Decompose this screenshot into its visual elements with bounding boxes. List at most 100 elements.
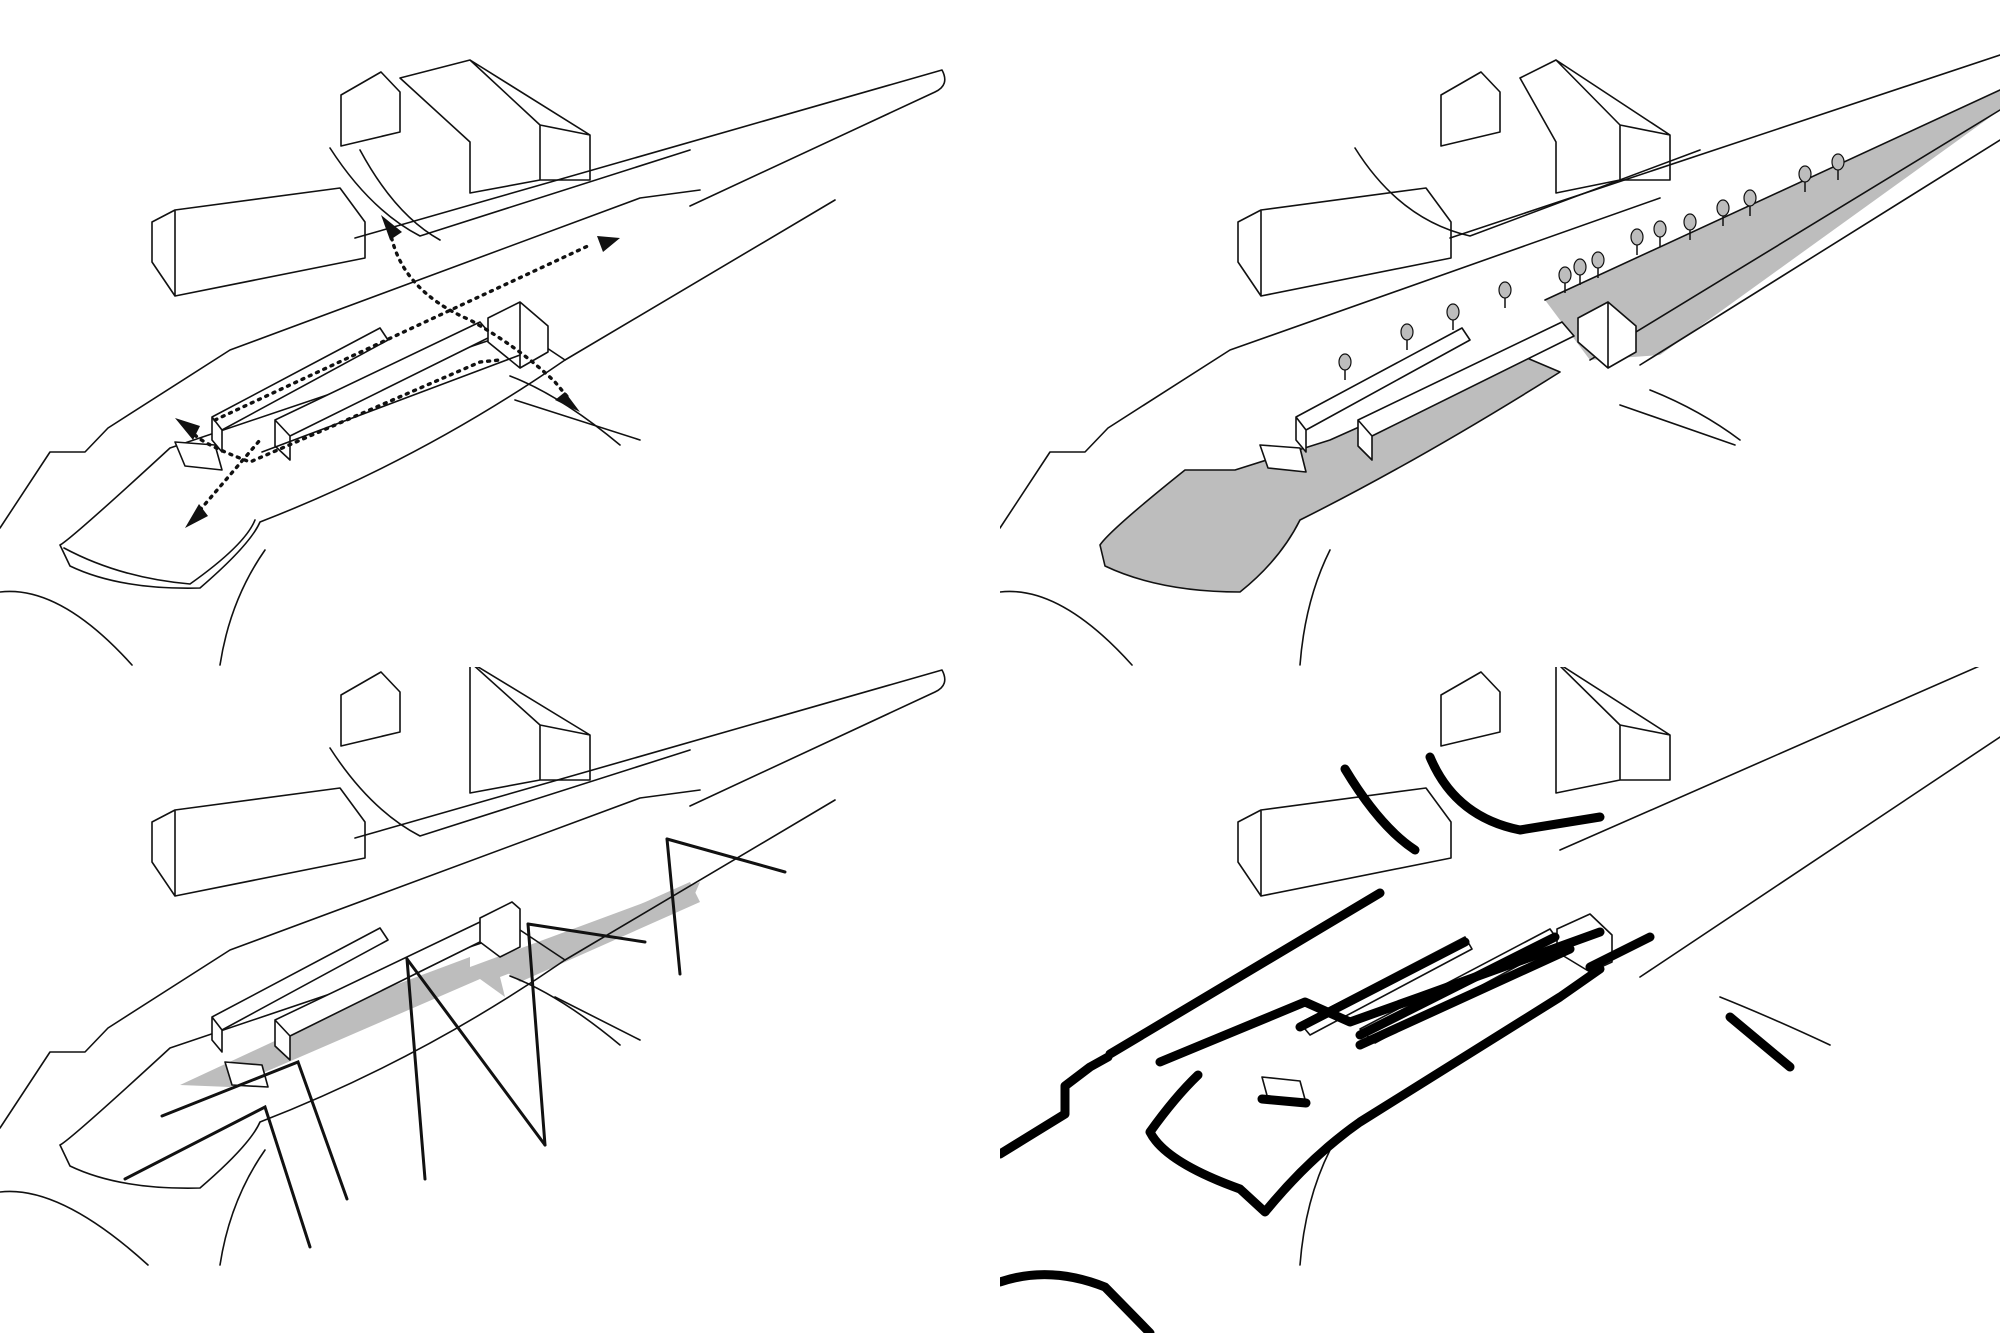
- ground-south-curb: [219, 1149, 266, 1266]
- edge-pavilion-small: [1295, 937, 1470, 1032]
- tree-icon: [1338, 353, 1352, 380]
- road-north-branch: [329, 147, 691, 237]
- ground-south-edge: [0, 1190, 149, 1266]
- callout-line-2: [160, 1060, 349, 1201]
- tree-icon: [1683, 213, 1697, 240]
- arrow-head-icon: [555, 392, 580, 412]
- tree-icon: [1558, 266, 1572, 293]
- road-east-branch: [1649, 389, 1741, 441]
- road-main-south: [1639, 139, 2000, 366]
- edge-north-west: [1340, 764, 1420, 855]
- building-west: [151, 787, 366, 897]
- base-plan: [1000, 54, 2000, 666]
- tree-icon: [1573, 258, 1587, 285]
- road-upper-edge: [354, 669, 946, 839]
- arrow-head-icon: [597, 236, 620, 252]
- building-west: [1237, 787, 1452, 897]
- road-north-curb: [359, 149, 441, 241]
- building-north-east: [1555, 667, 1671, 794]
- tree-row: [1338, 153, 1845, 380]
- entrance-block: [1577, 301, 1637, 369]
- plaza-outline: [1099, 354, 1561, 593]
- road-main-south: [564, 199, 836, 361]
- tree-icon: [1716, 199, 1730, 226]
- base-plan: [0, 59, 946, 666]
- edge-south: [1000, 1270, 1155, 1333]
- road-upper-edge: [1559, 667, 1980, 851]
- plaza-outline: [59, 929, 566, 1189]
- base-plan: [1237, 667, 2000, 1266]
- arrow-head-icon: [185, 504, 208, 528]
- tree-icon: [1400, 323, 1414, 350]
- plaza-inner: [63, 519, 256, 585]
- road-north-branch: [1354, 147, 1701, 237]
- tree-icon: [1591, 251, 1605, 278]
- road-upper-edge: [354, 69, 946, 239]
- road-east-curb: [1619, 404, 1736, 446]
- entrance-block: [479, 901, 521, 958]
- edge-condition-diagram: [1000, 667, 2000, 1333]
- tree-icon: [1630, 228, 1644, 255]
- edge-pavilion-large: [1355, 932, 1575, 1050]
- plaza-outline: [59, 329, 566, 589]
- building-north-west: [1440, 71, 1501, 147]
- callout-line-1: [123, 1104, 312, 1249]
- arrow-head-icon: [381, 215, 402, 240]
- road-north-branch: [329, 747, 691, 837]
- route-south-west: [198, 438, 262, 512]
- public-space-east: [500, 882, 700, 982]
- road-east-branch: [509, 975, 621, 1046]
- green-plaza: [1100, 355, 1560, 592]
- green-strip: [1545, 90, 2000, 360]
- green-strip-edge: [1544, 89, 2000, 361]
- pavilion-small: [1295, 327, 1471, 453]
- circulation-diagram: [0, 59, 946, 666]
- road-east-curb: [554, 996, 641, 1041]
- ramp-west: [224, 1061, 269, 1088]
- program-callout-diagram: [0, 667, 946, 1266]
- road-east-curb: [514, 399, 641, 441]
- ground-south-curb: [1299, 549, 1331, 666]
- ramp-west: [1259, 444, 1307, 473]
- route-east: [213, 243, 592, 422]
- tree-icon: [1743, 189, 1757, 216]
- callout-line-7: [665, 837, 682, 976]
- ground-south-curb: [219, 549, 266, 666]
- tree-icon: [1798, 165, 1812, 192]
- building-north-west: [340, 671, 401, 747]
- tree-icon: [1498, 281, 1512, 308]
- circulation-routes: [175, 215, 620, 528]
- base-plan: [0, 667, 946, 1266]
- building-north-west: [1440, 671, 1501, 747]
- callout-line-6: [526, 922, 647, 944]
- edge-upper-road: [1105, 888, 1385, 1059]
- green-space-diagram: [1000, 54, 2000, 666]
- callout-line-3: [405, 957, 427, 1181]
- road-upper-edge: [1449, 54, 2000, 239]
- edge-entrance: [1585, 932, 1655, 972]
- public-space-strip: [180, 882, 700, 1087]
- ramp-edge: [261, 354, 521, 453]
- ground-south-edge: [1000, 590, 1133, 666]
- road-lower-edge: [1000, 197, 1661, 529]
- road-east-branch: [1719, 996, 1831, 1046]
- route-west: [193, 358, 502, 464]
- edge-north-curb: [1425, 752, 1605, 835]
- callout-line-8: [665, 837, 787, 874]
- road-lower-edge: [0, 189, 701, 529]
- route-north: [388, 228, 572, 402]
- road-main-south: [1639, 736, 2000, 978]
- road-main-south: [564, 799, 836, 961]
- tree-icon: [1653, 220, 1667, 247]
- tree-icon: [1446, 303, 1460, 330]
- tree-icon: [1831, 153, 1845, 180]
- edge-east-branch: [1725, 1012, 1795, 1072]
- edge-lower-road: [1000, 1052, 1113, 1159]
- building-west: [1237, 187, 1452, 297]
- callout-line-4: [405, 957, 547, 1147]
- building-north-east: [469, 667, 591, 794]
- pavilion-large: [1357, 321, 1575, 461]
- edge-plaza-outline: [1145, 964, 1605, 1217]
- entrance-block: [487, 301, 549, 369]
